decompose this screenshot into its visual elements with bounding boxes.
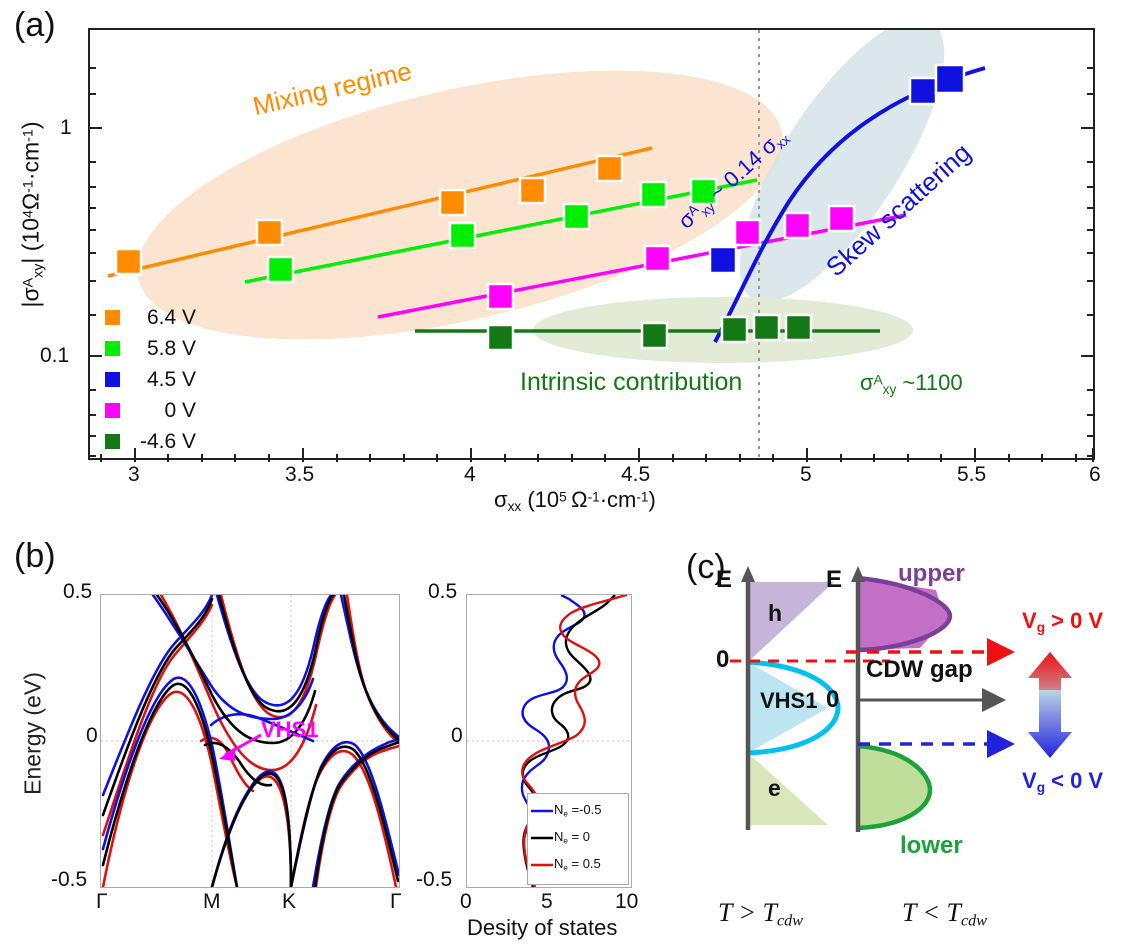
fit-line-0v <box>377 213 907 319</box>
legend-label-neg4v6: -4.6 V <box>139 429 196 453</box>
legend-swatch-0v <box>103 401 122 420</box>
upper-band-curve <box>857 575 953 653</box>
left-energy-axis-arrowhead <box>741 566 755 582</box>
cdw-gap-label: CDW gap <box>866 656 973 683</box>
dos-legend-label-pos: Ne = 0.5 <box>554 856 601 873</box>
panel-a-y-axis-title: |σAxy| (104Ω-1·cm-1) <box>17 121 47 308</box>
vhs1-label: VHS1 <box>261 717 319 742</box>
right-temperature-caption: T < Tcdw <box>902 898 987 930</box>
legend-item-0v[interactable]: 0 V <box>103 395 196 426</box>
intrinsic-formula-value: ~1100 <box>902 370 963 395</box>
left-temperature-caption: T > Tcdw <box>718 898 803 930</box>
panel-a-plot-frame: Mixing regime Skew scattering σAxy ~ 0.1… <box>88 28 1095 460</box>
vhs1-label-panel-c: VHS1 <box>760 688 818 713</box>
legend-item-5v8[interactable]: 5.8 V <box>103 333 196 364</box>
legend-item-6v4[interactable]: 6.4 V <box>103 302 196 333</box>
dos-legend-label-zero: Ne = 0 <box>554 829 590 846</box>
panel-b-dos-xtick-0: 0 <box>460 890 472 913</box>
intrinsic-contribution-annotation: Intrinsic contribution <box>520 368 743 396</box>
panel-a-xtick-3: 3 <box>128 463 140 486</box>
vhs1-arrow-head <box>219 747 235 761</box>
dos-legend-line-blue <box>531 809 553 812</box>
panel-b-dos-plot: Ne =-0.5 Ne = 0 Ne = 0.5 <box>466 594 632 888</box>
panel-c-label: (c) <box>686 548 726 586</box>
panel-c-diagram <box>730 566 1072 832</box>
panel-a-xtick-6: 6 <box>1089 463 1101 486</box>
panel-b-label: (b) <box>14 537 56 575</box>
right-zero-label: 0 <box>826 686 840 713</box>
panel-b-dos-x-axis-title: Desity of states <box>467 915 618 940</box>
right-energy-axis-arrowhead <box>851 566 865 582</box>
vg-negative-label: Vg < 0 V <box>1022 768 1104 795</box>
legend-swatch-neg4v6 <box>103 432 122 451</box>
panel-b-dos-legend: Ne =-0.5 Ne = 0 Ne = 0.5 <box>527 793 629 885</box>
panel-b-xtick-M: M <box>203 890 221 913</box>
series-points-neg4v6 <box>486 313 813 352</box>
legend-item-4v5[interactable]: 4.5 V <box>103 364 196 395</box>
series-points-6v4 <box>114 154 624 276</box>
dos-legend-item-pos[interactable]: Ne = 0.5 <box>530 851 626 878</box>
legend-label-0v: 0 V <box>164 398 196 422</box>
legend-label-4v5: 4.5 V <box>146 367 196 391</box>
gate-voltage-down-arrow <box>1028 690 1072 758</box>
series-points-0v <box>486 204 856 311</box>
legend-swatch-6v4 <box>103 308 122 327</box>
panel-b-y-axis-title: Energy (eV) <box>19 672 46 795</box>
vhs1-peak-curve <box>747 659 841 756</box>
panel-a-y-ticks-right <box>1081 67 1095 457</box>
series-points-4v5 <box>708 63 966 275</box>
panel-b-xtick-gamma2: Γ <box>390 890 402 913</box>
panel-a-x-axis-title: σxx (105 Ω-1·cm-1) <box>494 487 656 514</box>
panel-b-ytick-0p5: 0.5 <box>63 580 93 603</box>
dos-legend-line-red <box>531 863 553 866</box>
panel-b-xtick-K: K <box>282 890 297 913</box>
panel-a-xtick-4: 4 <box>464 463 476 486</box>
intrinsic-formula: σAxy ~1100 <box>860 370 963 397</box>
dos-legend-line-black <box>531 836 553 839</box>
panel-a-ytick-0p1: 0.1 <box>40 344 70 367</box>
legend-label-5v8: 5.8 V <box>146 336 196 360</box>
legend-swatch-4v5 <box>103 370 122 389</box>
panel-a-ytick-1: 1 <box>60 116 72 139</box>
panel-a-xtick-5p5: 5.5 <box>957 463 987 486</box>
panel-b-dos-xtick-5: 5 <box>541 890 553 913</box>
panel-b-ytick-m0p5: -0.5 <box>51 868 88 891</box>
panel-b-xtick-gamma1: Γ <box>96 890 108 913</box>
left-energy-label: E <box>716 566 733 593</box>
fit-line-5v8 <box>244 178 758 284</box>
panel-a-label: (a) <box>14 6 56 44</box>
panel-a-xtick-3p5: 3.5 <box>285 463 315 486</box>
fit-line-6v4 <box>107 146 653 278</box>
legend-item-neg4v6[interactable]: -4.6 V <box>103 426 196 457</box>
panel-a-y-ticks <box>88 67 102 457</box>
hole-label: h <box>768 600 783 626</box>
left-zero-label: 0 <box>716 646 730 673</box>
panel-b-dos-ytick-m0p5: -0.5 <box>416 868 453 891</box>
panel-a-xtick-5: 5 <box>800 463 812 486</box>
electron-band-shape <box>748 753 828 825</box>
panel-a-xtick-4p5: 4.5 <box>621 463 651 486</box>
vhs-band-shape <box>748 662 828 753</box>
panel-a-legend: 6.4 V 5.8 V 4.5 V 0 V -4.6 V <box>103 302 196 457</box>
dos-legend-item-neg[interactable]: Ne =-0.5 <box>530 797 626 824</box>
panel-a-x-ticks <box>100 448 1094 462</box>
panel-b-dos-ytick-0: 0 <box>451 724 463 747</box>
panel-b-dos-xtick-10: 10 <box>615 890 639 913</box>
series-points-5v8 <box>266 177 718 284</box>
dos-legend-label-neg: Ne =-0.5 <box>554 802 602 819</box>
lower-band-curve <box>857 743 933 831</box>
right-energy-label: E <box>826 566 843 593</box>
upper-band-label: upper <box>898 560 965 587</box>
panel-b-band-plot: VHS1 <box>100 594 400 888</box>
vg-positive-label: Vg > 0 V <box>1022 608 1104 635</box>
panel-b-ytick-0: 0 <box>86 724 98 747</box>
legend-swatch-5v8 <box>103 339 122 358</box>
legend-label-6v4: 6.4 V <box>146 305 196 329</box>
electron-label: e <box>768 775 781 801</box>
hole-band-shape <box>748 582 834 662</box>
lower-band-label: lower <box>900 832 963 859</box>
dos-legend-item-zero[interactable]: Ne = 0 <box>530 824 626 851</box>
panel-b-dos-ytick-0p5: 0.5 <box>428 580 458 603</box>
